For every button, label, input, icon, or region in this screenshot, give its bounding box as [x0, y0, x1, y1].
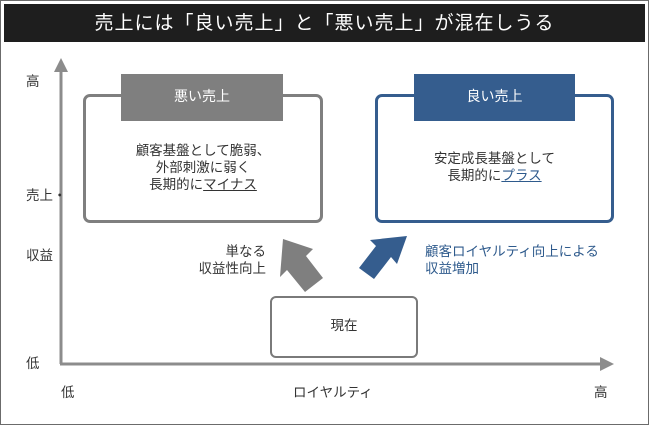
diagram-title: 売上には「良い売上」と「悪い売上」が混在しうる — [4, 4, 645, 42]
y-axis-arrowhead — [54, 58, 68, 72]
x-axis-label: ロイヤルティ — [293, 385, 373, 401]
bad-sales-tag: 悪い売上 — [121, 74, 283, 121]
good-arrow-label-line-1: 顧客ロイヤルティ向上による — [425, 244, 599, 260]
bad-sales-line-1: 顧客基盤として脆弱、 — [135, 143, 271, 159]
bad-sales-description: 顧客基盤として脆弱、 外部刺激に弱く 長期的にマイナス — [86, 143, 320, 194]
bad-sales-line-2: 外部刺激に弱く — [155, 160, 251, 176]
x-axis-arrowhead — [600, 357, 614, 371]
good-arrow-label: 顧客ロイヤルティ向上による 収益増加 — [425, 244, 625, 278]
y-axis-low-label: 低 — [26, 356, 40, 372]
current-label: 現在 — [330, 318, 358, 334]
bad-sales-line-3-text: 長期的に — [149, 177, 204, 193]
gray-arrow — [280, 239, 323, 292]
good-sales-line-2: 長期的にプラス — [378, 168, 611, 185]
good-arrow-label-line-2: 収益増加 — [425, 261, 479, 277]
blue-arrow — [359, 236, 407, 279]
bad-sales-emphasis: マイナス — [203, 177, 257, 193]
bad-arrow-label-line-1: 単なる — [225, 244, 267, 260]
good-sales-line-2-text: 長期的に — [447, 168, 502, 184]
bad-sales-line-3: 長期的にマイナス — [86, 177, 320, 194]
good-sales-description: 安定成長基盤として 長期的にプラス — [378, 151, 611, 185]
x-axis-high-label: 高 — [594, 385, 608, 401]
y-axis-high-label: 高 — [26, 74, 40, 90]
current-box — [270, 296, 418, 358]
good-sales-emphasis: プラス — [501, 168, 542, 184]
good-sales-line-1: 安定成長基盤として — [433, 151, 556, 167]
bad-arrow-label-line-2: 収益性向上 — [198, 261, 267, 277]
good-sales-tag: 良い売上 — [414, 74, 575, 121]
bad-arrow-label: 単なる 収益性向上 — [176, 244, 267, 278]
y-axis-label-line2: 収益 — [26, 248, 53, 264]
x-axis-low-label: 低 — [61, 385, 75, 401]
y-axis-label-line1: 売上・ — [26, 188, 67, 204]
